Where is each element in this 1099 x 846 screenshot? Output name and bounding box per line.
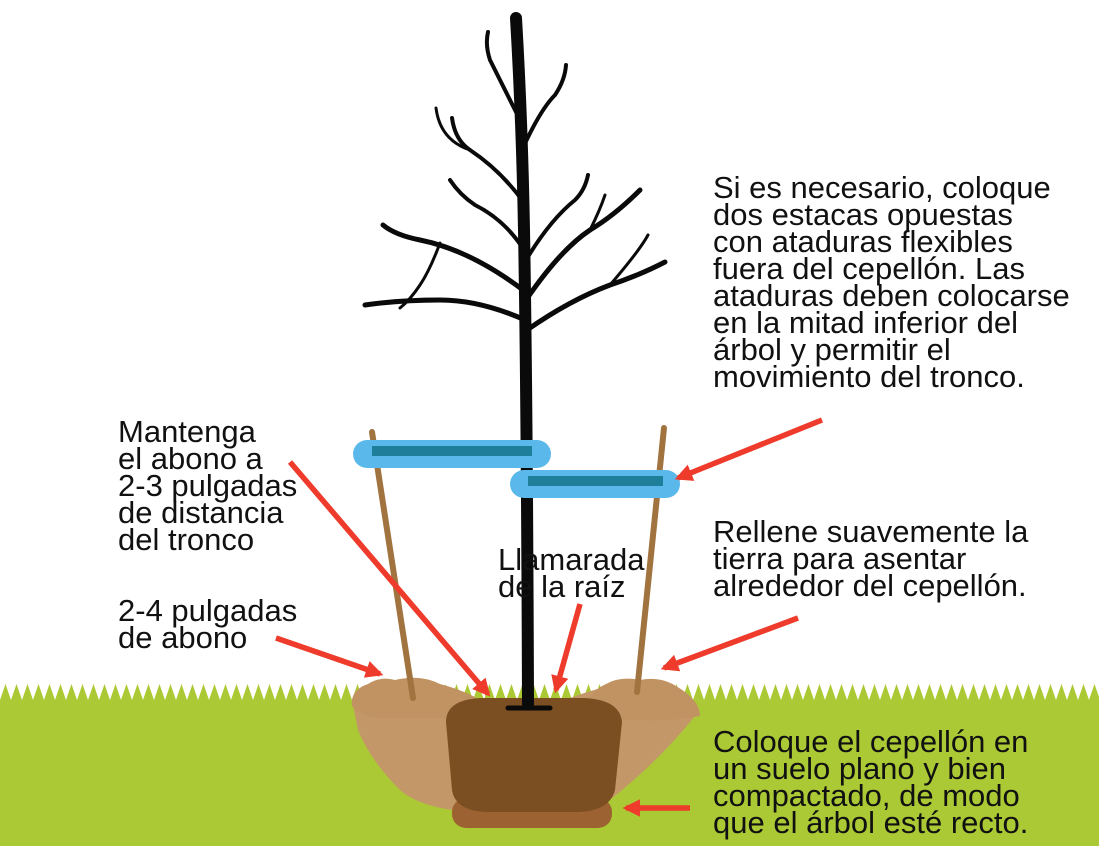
label-root-flare: Llamarada de la raíz (498, 542, 645, 604)
label-backfill: Rellene suavemente la tierra para asenta… (713, 514, 1029, 603)
label-mulch-depth: 2-4 pulgadas de abono (118, 593, 298, 655)
tie-lower-inner (528, 476, 663, 486)
tree (362, 12, 668, 711)
label-mulch-distance: Mantenga el abono a 2-3 pulgadas de dist… (118, 414, 298, 557)
stake-left (369, 429, 416, 701)
arrow-mulch-distance (287, 460, 491, 697)
arrow-root-flare (551, 603, 583, 694)
label-stakes-note: Si es necesario, coloque dos estacas opu… (713, 170, 1070, 394)
root-ball (446, 698, 622, 812)
label-root-ball-placement: Coloque el cepellón en un suelo plano y … (713, 724, 1029, 840)
arrow-mulch-depth (275, 635, 384, 678)
tie-upper-inner (372, 446, 532, 456)
arrow-backfill (660, 615, 799, 672)
arrow-ties (674, 417, 824, 481)
